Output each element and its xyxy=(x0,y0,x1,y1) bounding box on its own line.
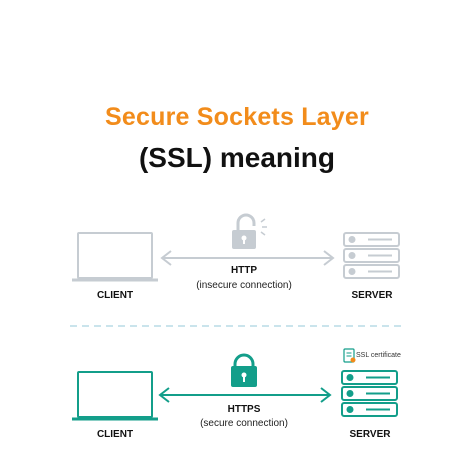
secure-protocol-label: HTTPS xyxy=(227,404,261,415)
insecure-client-label: CLIENT xyxy=(96,290,134,301)
title-line-1: Secure Sockets Layer xyxy=(105,103,369,131)
secure-server-icon xyxy=(341,370,398,417)
secure-client-laptop-icon xyxy=(72,371,158,421)
secure-server-label: SERVER xyxy=(349,429,391,440)
insecure-server-icon xyxy=(343,232,400,279)
unlocked-padlock-icon xyxy=(232,213,267,249)
insecure-double-arrow xyxy=(160,250,335,266)
locked-padlock-icon xyxy=(231,353,257,387)
insecure-server-label: SERVER xyxy=(351,290,393,301)
secure-double-arrow xyxy=(158,387,332,403)
ssl-certificate-icon xyxy=(343,348,356,363)
insecure-client-laptop-icon xyxy=(72,232,158,282)
ssl-certificate-label: SSL certificate xyxy=(356,352,401,359)
secure-client-label: CLIENT xyxy=(96,429,134,440)
insecure-protocol-label: HTTP xyxy=(230,265,258,276)
secure-description: (secure connection) xyxy=(200,418,288,429)
insecure-description: (insecure connection) xyxy=(196,280,292,291)
title-line-2: (SSL) meaning xyxy=(138,142,335,173)
